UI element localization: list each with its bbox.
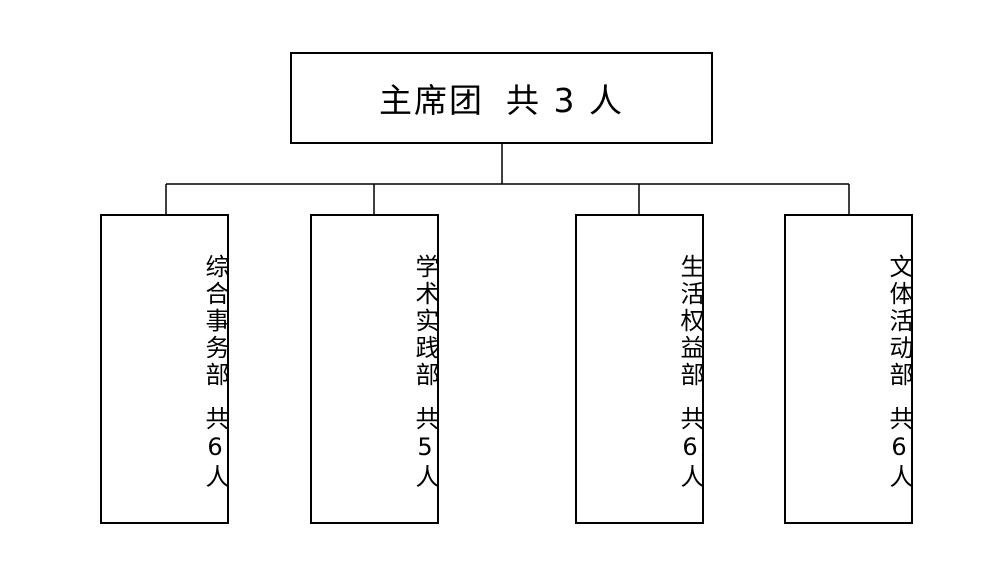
dept-count: 共6人	[885, 406, 913, 491]
dept-name: 生活权益部	[676, 254, 704, 389]
dept-count: 共5人	[411, 406, 439, 491]
dept-box-academic-practice: 学术实践部 共5人	[310, 214, 439, 524]
presidium-box: 主席团 共 3 人	[290, 52, 713, 144]
presidium-title: 主席团	[379, 81, 484, 120]
presidium-count: 共 3 人	[506, 81, 624, 120]
dept-name: 文体活动部	[885, 254, 913, 389]
dept-count: 共6人	[201, 406, 229, 491]
dept-box-culture-sports: 文体活动部 共6人	[784, 214, 913, 524]
dept-box-general-affairs: 综合事务部 共6人	[100, 214, 229, 524]
dept-box-life-rights: 生活权益部 共6人	[575, 214, 704, 524]
dept-name: 综合事务部	[201, 254, 229, 389]
dept-name: 学术实践部	[411, 254, 439, 389]
dept-count: 共6人	[676, 406, 704, 491]
